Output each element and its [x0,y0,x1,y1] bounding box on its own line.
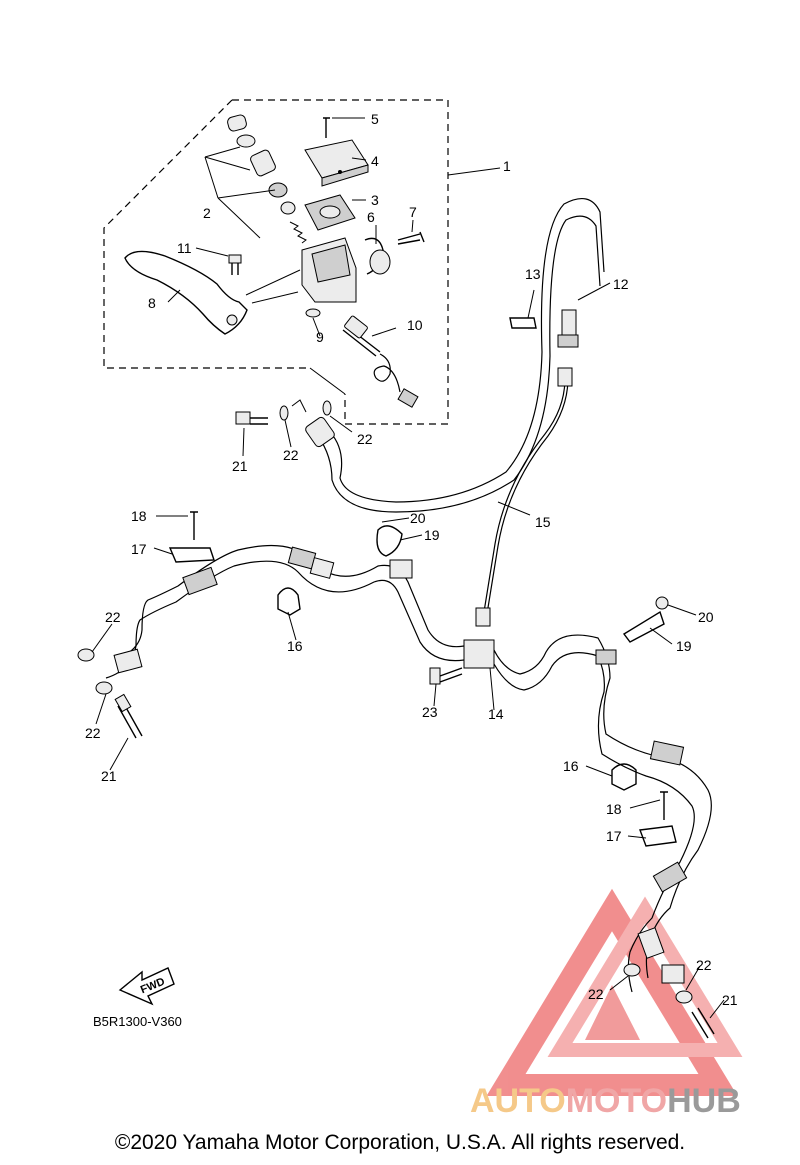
callout-1: 1 [503,158,511,174]
callout-17-left: 17 [131,541,147,557]
callout-19-right: 19 [676,638,692,654]
callout-8: 8 [148,295,156,311]
callout-6: 6 [367,209,375,225]
lower-brake-hoses [77,511,715,1039]
callout-9: 9 [316,329,324,345]
callout-21-top: 21 [232,458,248,474]
watermark-text: AUTOMOTOHUB [470,1082,741,1121]
callout-20-right: 20 [698,609,714,625]
watermark-logo [486,888,743,1096]
callout-22-top-right: 22 [357,431,373,447]
callout-16-right: 16 [563,758,579,774]
callout-22-right-top: 22 [696,957,712,973]
watermark-hub: HUB [667,1082,741,1120]
callout-22-left-bottom: 22 [85,725,101,741]
catalog-code: B5R1300-V360 [93,1014,182,1029]
assembly-boundary [103,99,449,425]
callout-18-right: 18 [606,801,622,817]
callout-10: 10 [407,317,423,333]
callout-19-top: 19 [424,527,440,543]
callout-22-left-top: 22 [105,609,121,625]
callout-20-top: 20 [410,510,426,526]
callout-16-left: 16 [287,638,303,654]
watermark-moto: MOTO [565,1082,668,1120]
copyright-notice: ©2020 Yamaha Motor Corporation, U.S.A. A… [114,1131,686,1154]
callout-18-left: 18 [131,508,147,524]
callout-12: 12 [613,276,629,292]
brake-pipe [475,367,573,627]
master-cylinder-group [124,114,425,408]
callout-7: 7 [409,204,417,220]
callout-11: 11 [177,240,192,256]
callout-21-left: 21 [101,768,117,784]
callout-14: 14 [488,706,504,722]
callout-labels: 5 4 3 6 7 1 2 11 8 9 10 12 13 21 22 22 1… [85,111,738,1008]
callout-15: 15 [535,514,551,530]
callout-4: 4 [371,153,379,169]
callout-13: 13 [525,266,541,282]
upper-brake-hose [235,197,605,513]
callout-3: 3 [371,192,379,208]
callout-2: 2 [203,205,211,221]
fwd-arrow-icon: FWD [118,967,175,1006]
callout-23: 23 [422,704,438,720]
watermark-auto: AUTO [470,1082,566,1120]
callout-17-right: 17 [606,828,622,844]
callout-leaders [91,117,725,1019]
callout-22-top-left: 22 [283,447,299,463]
callout-5: 5 [371,111,379,127]
callout-21-right: 21 [722,992,738,1008]
callout-22-right-left: 22 [588,986,604,1002]
